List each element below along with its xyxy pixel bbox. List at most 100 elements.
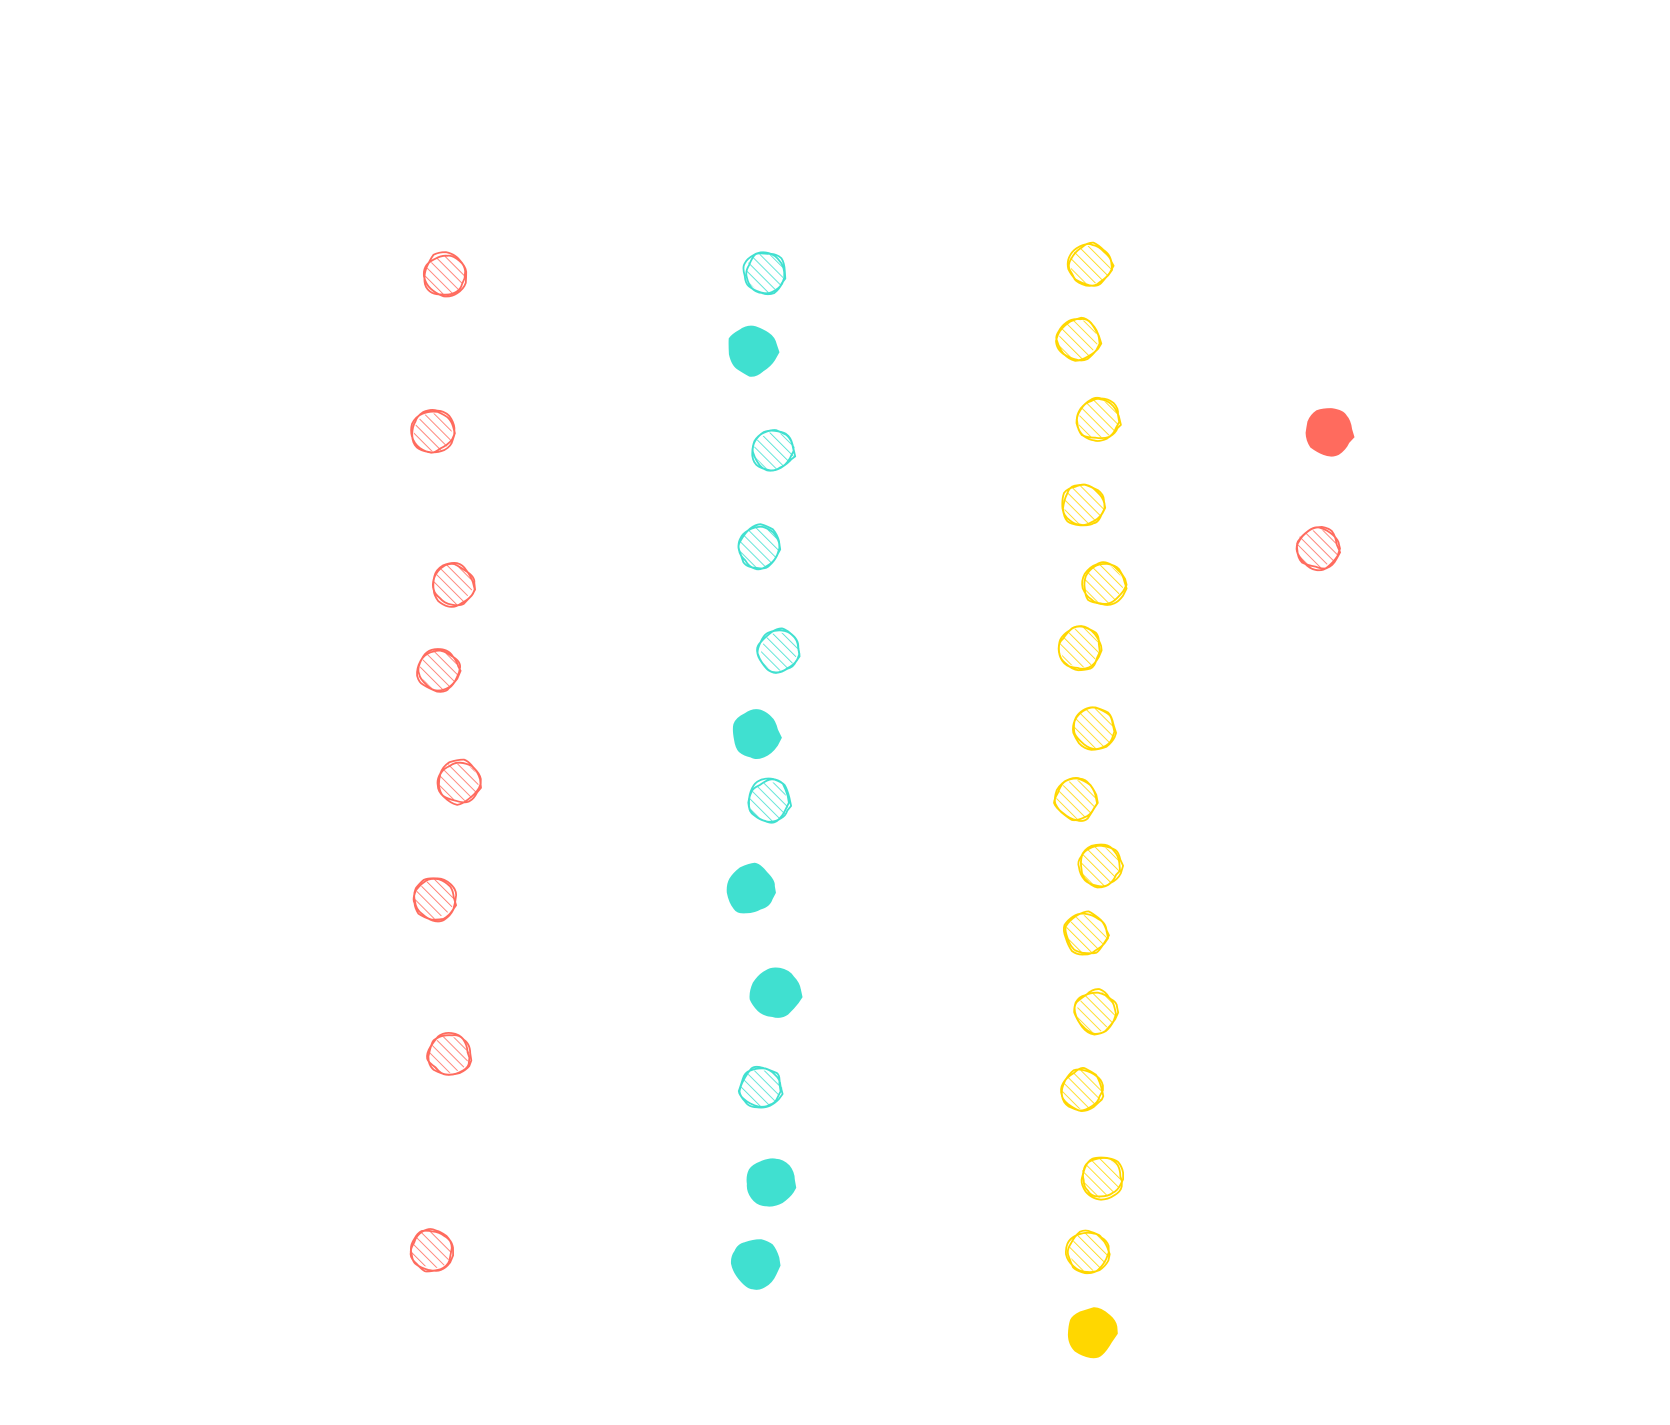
data-point: [732, 709, 782, 760]
data-point-outline: [416, 649, 461, 693]
data-point-solid: [749, 967, 803, 1018]
data-point-outline: [412, 877, 457, 921]
data-point: [1060, 1067, 1105, 1112]
data-point-outline: [1080, 1156, 1123, 1201]
data-point-outline: [1082, 1157, 1124, 1198]
data-point-outline: [756, 627, 801, 674]
data-point: [742, 251, 787, 296]
data-point-solid: [1305, 408, 1355, 457]
data-point-outline: [748, 777, 792, 823]
data-point: [747, 777, 792, 824]
data-point-hatch: [413, 413, 452, 452]
data-point-hatch: [1060, 627, 1101, 668]
data-point: [409, 1228, 454, 1273]
data-point-outline: [1062, 483, 1106, 527]
data-point-outline: [1067, 241, 1113, 287]
data-point: [416, 648, 462, 693]
data-point-hatch: [1070, 245, 1113, 285]
data-point-outline: [751, 429, 797, 472]
data-point: [726, 862, 776, 914]
data-point-outline: [1073, 706, 1116, 750]
data-point-solid: [730, 1239, 781, 1290]
data-point-outline: [431, 563, 476, 607]
data-point: [436, 758, 482, 806]
data-point-outline: [1064, 910, 1110, 955]
data-point: [737, 523, 782, 571]
data-point: [1077, 843, 1124, 889]
data-point-outline: [409, 1228, 453, 1273]
data-point-hatch: [753, 432, 795, 471]
data-point: [412, 877, 458, 923]
data-point: [1053, 777, 1099, 822]
data-point-outline: [413, 877, 458, 923]
data-point-outline: [1060, 1067, 1105, 1112]
data-point-outline: [1066, 243, 1115, 287]
data-point-solid: [732, 709, 782, 760]
data-point-outline: [1073, 988, 1117, 1036]
data-point: [1305, 408, 1355, 457]
data-point-hatch: [1079, 846, 1122, 886]
data-point: [422, 251, 468, 298]
data-point-hatch: [433, 564, 475, 605]
data-point-outline: [1057, 625, 1103, 670]
data-point: [1061, 483, 1107, 527]
data-point: [737, 1065, 784, 1109]
data-point-solid: [726, 862, 776, 914]
data-point: [1064, 1229, 1111, 1275]
data-point-outline: [1077, 843, 1121, 888]
data-point-hatch: [1065, 915, 1107, 953]
data-point-hatch: [1076, 992, 1118, 1033]
data-point-outline: [1080, 844, 1124, 889]
data-point: [746, 1158, 797, 1207]
data-point: [1081, 561, 1128, 606]
data-point-solid: [728, 325, 780, 377]
data-point: [730, 1239, 781, 1290]
data-point: [410, 409, 456, 454]
data-point-hatch: [1064, 486, 1105, 526]
data-point: [1062, 910, 1110, 956]
data-point: [1075, 396, 1122, 442]
data-point-hatch: [414, 878, 456, 920]
data-point: [1073, 988, 1120, 1036]
data-point-hatch: [1078, 399, 1119, 439]
data-point: [1057, 625, 1103, 672]
data-point-outline: [1066, 1229, 1110, 1275]
data-point-outline: [1053, 777, 1098, 822]
data-point: [426, 1031, 473, 1076]
data-point-hatch: [419, 649, 459, 692]
data-point-outline: [426, 1031, 473, 1076]
data-point: [1055, 316, 1103, 362]
data-point-outline: [1296, 526, 1341, 570]
data-point-outline: [438, 761, 482, 804]
data-point-outline: [1083, 562, 1128, 605]
data-point-outline: [742, 251, 786, 295]
data-point: [1066, 241, 1115, 287]
data-point-hatch: [1073, 708, 1116, 750]
data-point-hatch: [739, 527, 780, 569]
data-point-outline: [1075, 396, 1121, 442]
data-point-hatch: [1062, 1068, 1104, 1110]
data-point-outline: [410, 1229, 454, 1272]
data-point-hatch: [1058, 320, 1099, 359]
data-point-outline: [1055, 316, 1101, 362]
data-point-solid: [746, 1158, 797, 1207]
data-point-hatch: [761, 632, 799, 671]
data-point-outline: [436, 758, 482, 806]
data-point: [1067, 1307, 1118, 1359]
data-point-hatch: [1055, 779, 1097, 820]
data-point: [1295, 526, 1341, 572]
data-point-hatch: [1069, 1232, 1111, 1272]
data-point-hatch: [1296, 530, 1339, 569]
data-point-outline: [423, 251, 467, 296]
data-point: [756, 627, 801, 674]
data-point-outline: [738, 1065, 784, 1109]
data-point: [431, 562, 476, 608]
data-point-hatch: [746, 253, 784, 293]
chart-marks: [409, 241, 1355, 1359]
data-point-solid: [1067, 1307, 1118, 1359]
data-point-outline: [1053, 777, 1099, 822]
data-point-hatch: [749, 781, 789, 822]
data-point: [1080, 1156, 1124, 1201]
